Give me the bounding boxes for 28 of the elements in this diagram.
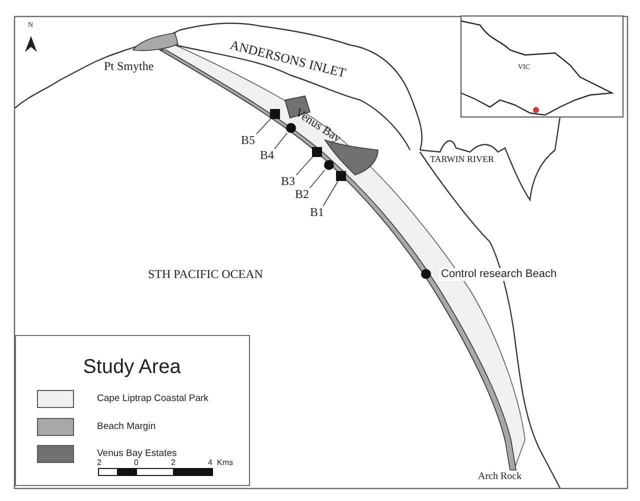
site-label: B3 [281, 175, 296, 189]
scale-label: 2 [171, 459, 176, 467]
site-label: B2 [295, 188, 310, 202]
site-label: B4 [260, 149, 274, 163]
site-marker [312, 147, 322, 157]
leader-line [322, 180, 338, 206]
leader-line [296, 156, 313, 176]
scale-label: 4 [208, 459, 212, 467]
scale-label: 2 [97, 459, 102, 467]
legend-title: Study Area [83, 357, 181, 377]
legend-label: Cape Liptrap Coastal Park [97, 394, 208, 404]
place-label: STH PACIFIC OCEAN [148, 268, 263, 280]
leader-line [256, 118, 271, 134]
legend-label: Venus Bay Estates [97, 449, 177, 458]
site-marker [324, 160, 334, 170]
leader-line [309, 170, 326, 188]
site-label: B1 [310, 206, 324, 220]
scale-label: Kms [217, 459, 233, 467]
legend-label: Beach Margin [97, 422, 156, 432]
place-label: Pt Smythe [104, 60, 154, 72]
place-label: TARWIN RIVER [430, 155, 494, 164]
scale-label: 0 [134, 459, 138, 467]
leader-line [274, 132, 288, 150]
site-label: B5 [241, 134, 256, 148]
site-marker [270, 109, 280, 119]
site-marker [336, 171, 346, 181]
place-label: Arch Rock [478, 472, 522, 482]
site-label: Control research Beach [439, 268, 559, 281]
